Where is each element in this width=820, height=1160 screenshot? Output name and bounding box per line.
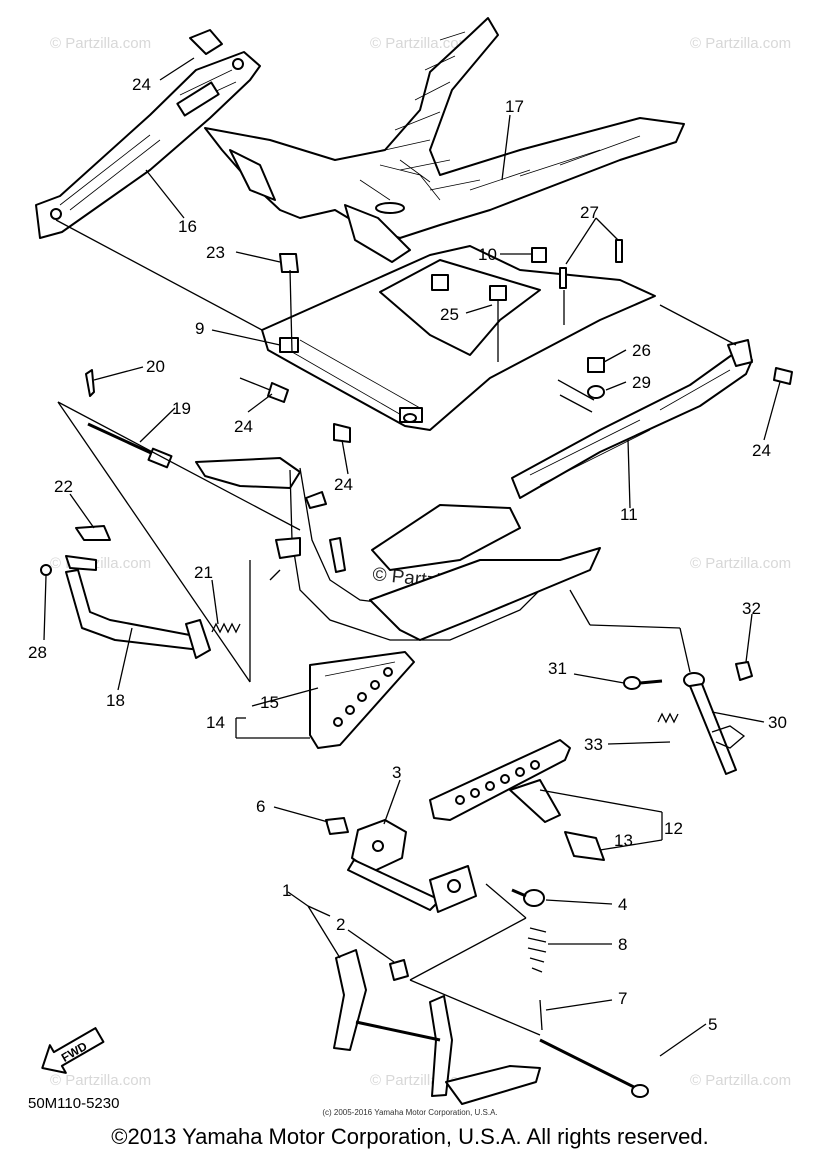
- watermark: © Partzilla.com: [50, 1072, 151, 1089]
- callout-24-center: 24: [334, 475, 353, 494]
- watermark: © Partzilla.com: [50, 555, 151, 572]
- callout-22: 22: [54, 477, 73, 496]
- part-4-bolt-assembly: [429, 865, 545, 913]
- part-3-bracket: [347, 819, 441, 911]
- callout-23: 23: [206, 243, 225, 262]
- callout-33: 33: [584, 735, 603, 754]
- callout-20: 20: [146, 357, 165, 376]
- callout-24-mid-left: 24: [234, 417, 253, 436]
- part-7-pin: [539, 999, 543, 1031]
- part-12-footrest-right: [429, 739, 571, 823]
- callout-14: 14: [206, 713, 225, 732]
- callout-16: 16: [178, 217, 197, 236]
- callout-7: 7: [618, 989, 627, 1008]
- footer-copyright: ©2013 Yamaha Motor Corporation, U.S.A. A…: [111, 1124, 709, 1149]
- callout-28: 28: [28, 643, 47, 662]
- callout-5: 5: [708, 1015, 717, 1034]
- watermark: © Partzilla.com: [690, 35, 791, 52]
- callout-8: 8: [618, 935, 627, 954]
- callout-31: 31: [548, 659, 567, 678]
- callout-2: 2: [336, 915, 345, 934]
- part-13-rubber: [564, 831, 605, 861]
- watermark: © Partzilla.com: [370, 35, 471, 52]
- callout-17: 17: [505, 97, 524, 116]
- callouts: 24 16 17 23 10 27 9 25 26 29 20 19 24 24…: [28, 75, 787, 1034]
- callout-21: 21: [194, 563, 213, 582]
- part-11-right-rail: [511, 339, 753, 499]
- part-32-nut: [735, 661, 753, 681]
- callout-4: 4: [618, 895, 627, 914]
- callout-19: 19: [172, 399, 191, 418]
- callout-15: 15: [260, 693, 279, 712]
- callout-18: 18: [106, 691, 125, 710]
- fasteners: [267, 239, 793, 443]
- leader-lines: [43, 57, 781, 1057]
- callout-1: 1: [282, 881, 291, 900]
- callout-26: 26: [632, 341, 651, 360]
- part-33-spring: [657, 712, 679, 724]
- watermark: © Partzilla.com: [50, 35, 151, 52]
- callout-32: 32: [742, 599, 761, 618]
- part-18-brake-pedal: [40, 555, 211, 659]
- callout-24-top-left: 24: [132, 75, 151, 94]
- callout-24-right: 24: [752, 441, 771, 460]
- part-17-floor-cover: [204, 17, 685, 263]
- part-1-main-stand: [333, 949, 541, 1105]
- watermark: © Partzilla.com: [690, 1072, 791, 1089]
- part-19-rod: [85, 369, 173, 469]
- callout-10: 10: [478, 245, 497, 264]
- callout-29: 29: [632, 373, 651, 392]
- callout-25: 25: [440, 305, 459, 324]
- frame-tubes: [195, 457, 601, 641]
- part-16-side-rail: [35, 29, 261, 239]
- part-9-frame-plate: [261, 245, 656, 431]
- part-22-plate: [75, 525, 111, 541]
- part-2-stopper: [389, 959, 409, 981]
- callout-9: 9: [195, 319, 204, 338]
- callout-30: 30: [768, 713, 787, 732]
- diagram-code: 50M110-5230: [28, 1095, 120, 1112]
- part-8-spring: [527, 927, 547, 973]
- callout-6: 6: [256, 797, 265, 816]
- callout-3: 3: [392, 763, 401, 782]
- part-14-footrest-left: [309, 651, 415, 749]
- callout-11: 11: [620, 505, 638, 524]
- part-21-spring: [211, 622, 241, 634]
- callout-27: 27: [580, 203, 599, 222]
- reference-lines: [55, 219, 737, 1036]
- part-5-shaft: [539, 1038, 649, 1098]
- small-copyright: (c) 2005-2016 Yamaha Motor Corporation, …: [322, 1108, 498, 1117]
- part-31-bolt: [623, 676, 663, 690]
- callout-13: 13: [614, 831, 633, 850]
- part-30-sidestand: [683, 672, 746, 775]
- watermark: © Partzilla.com: [690, 555, 791, 572]
- callout-12: 12: [664, 819, 683, 838]
- part-6-nut: [325, 817, 349, 835]
